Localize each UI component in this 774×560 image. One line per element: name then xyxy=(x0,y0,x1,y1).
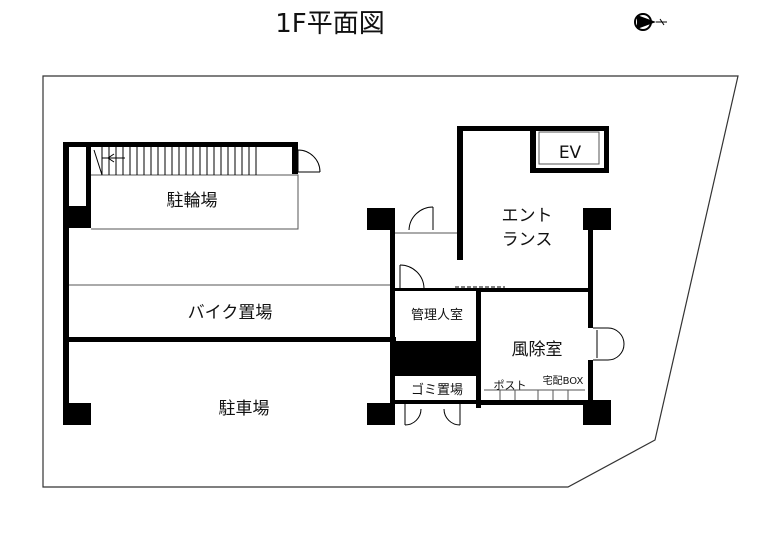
staircase xyxy=(93,147,257,176)
label-bike-parking: バイク置場 xyxy=(188,303,273,323)
label-entrance-line1: エント xyxy=(502,206,553,226)
doors xyxy=(297,149,625,426)
page-title: 1F平面図 xyxy=(275,9,385,39)
label-bicycle-parking: 駐輪場 xyxy=(167,191,218,211)
label-delivery-box: 宅配BOX xyxy=(543,374,584,387)
label-windbreak-room: 風除室 xyxy=(512,340,563,360)
label-entrance-line2: ランス xyxy=(502,230,553,250)
label-elevator: EV xyxy=(559,143,582,163)
north-arrow-icon xyxy=(634,13,667,31)
label-car-parking: 駐車場 xyxy=(219,399,270,419)
thin-lines xyxy=(69,131,600,400)
label-manager-room: 管理人室 xyxy=(411,307,463,323)
site-boundary xyxy=(42,75,739,488)
label-garbage-room: ゴミ置場 xyxy=(411,382,463,398)
label-mailbox: ポスト xyxy=(494,379,527,392)
walls xyxy=(63,126,611,425)
